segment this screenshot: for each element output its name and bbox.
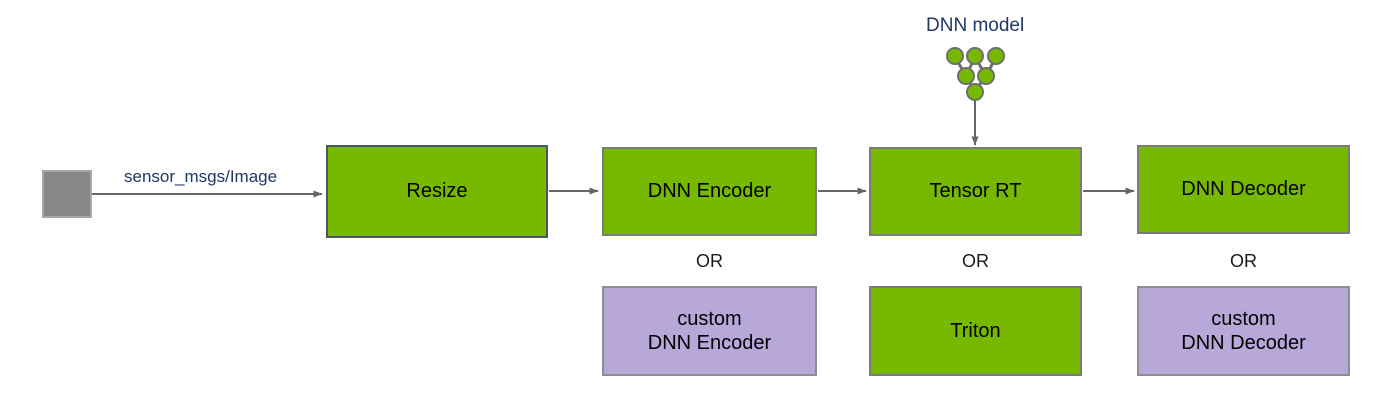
edge-label-sensor-msgs-image: sensor_msgs/Image (124, 167, 278, 186)
node-resize[interactable]: Resize (326, 145, 548, 238)
camera-source-swatch[interactable] (42, 170, 92, 218)
node-tensor-rt[interactable]: Tensor RT (869, 147, 1082, 236)
or-label-encoder: OR (696, 251, 723, 271)
node-dnn-decoder[interactable]: DNN Decoder (1137, 145, 1350, 234)
node-custom-dnn-encoder[interactable]: custom DNN Encoder (602, 286, 817, 376)
dnn-model-label: DNN model (926, 15, 1025, 36)
or-label-decoder: OR (1230, 251, 1257, 271)
node-triton[interactable]: Triton (869, 286, 1082, 376)
node-custom-dnn-decoder[interactable]: custom DNN Decoder (1137, 286, 1350, 376)
or-label-tensorrt: OR (962, 251, 989, 271)
node-dnn-encoder[interactable]: DNN Encoder (602, 147, 817, 236)
dnn-model-node-graph-icon (946, 47, 1005, 101)
